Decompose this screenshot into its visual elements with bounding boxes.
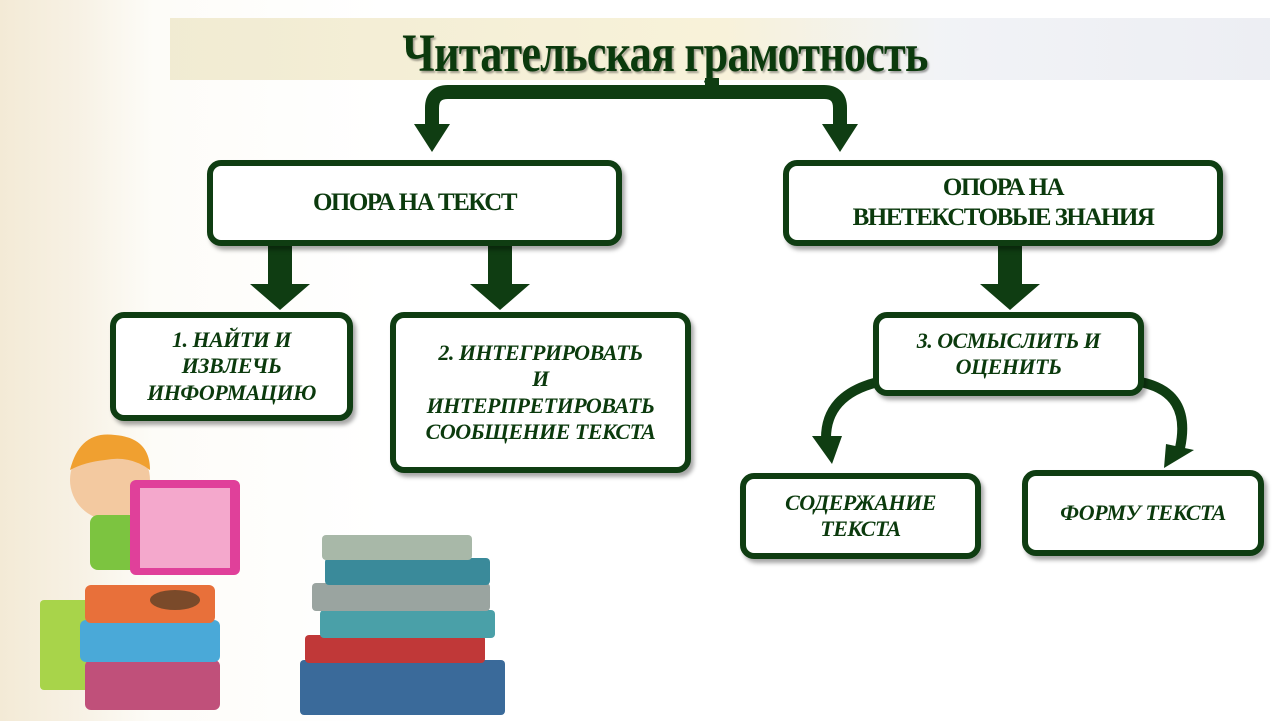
box-text-based: ОПОРА НА ТЕКСТ bbox=[207, 160, 622, 246]
curve-arrow-content bbox=[820, 377, 880, 441]
book-stack bbox=[300, 535, 505, 715]
box-integrate-interpret: 2. ИНТЕГРИРОВАТЬ И ИНТЕРПРЕТИРОВАТЬ СООБ… bbox=[390, 312, 691, 473]
box-content: СОДЕРЖАНИЕ ТЕКСТА bbox=[740, 473, 981, 559]
box-find-information: 1. НАЙТИ И ИЗВЛЕЧЬ ИНФОРМАЦИЮ bbox=[110, 312, 353, 421]
box-label: СОДЕРЖАНИЕ ТЕКСТА bbox=[785, 489, 936, 541]
curve-arrow-form bbox=[1138, 377, 1188, 450]
title-background bbox=[170, 18, 1270, 80]
box-form: ФОРМУ ТЕКСТА bbox=[1022, 470, 1264, 556]
box-label: 1. НАЙТИ И ИЗВЛЕЧЬ ИНФОРМАЦИЮ bbox=[147, 326, 316, 405]
box-extra-text: ОПОРА НА ВНЕТЕКСТОВЫЕ ЗНАНИЯ bbox=[783, 160, 1223, 246]
arrowhead-right bbox=[822, 124, 858, 152]
box-label: ОПОРА НА ВНЕТЕКСТОВЫЕ ЗНАНИЯ bbox=[852, 174, 1155, 231]
bracket-arrow bbox=[425, 78, 847, 128]
down-arrow-evaluate bbox=[980, 246, 1040, 310]
box-label: ОПОРА НА ТЕКСТ bbox=[312, 189, 518, 216]
box-label: 2. ИНТЕГРИРОВАТЬ И ИНТЕРПРЕТИРОВАТЬ СООБ… bbox=[425, 339, 656, 444]
box-label: 3. ОСМЫСЛИТЬ И ОЦЕНИТЬ bbox=[916, 327, 1101, 379]
down-arrow-integrate bbox=[470, 246, 530, 310]
page-title: Читательская грамотность bbox=[402, 23, 928, 83]
arrowhead-left bbox=[414, 124, 450, 152]
box-evaluate: 3. ОСМЫСЛИТЬ И ОЦЕНИТЬ bbox=[873, 312, 1144, 396]
down-arrow-find bbox=[250, 246, 310, 310]
box-label: ФОРМУ ТЕКСТА bbox=[1060, 499, 1226, 525]
book-stack-boy bbox=[40, 434, 240, 710]
